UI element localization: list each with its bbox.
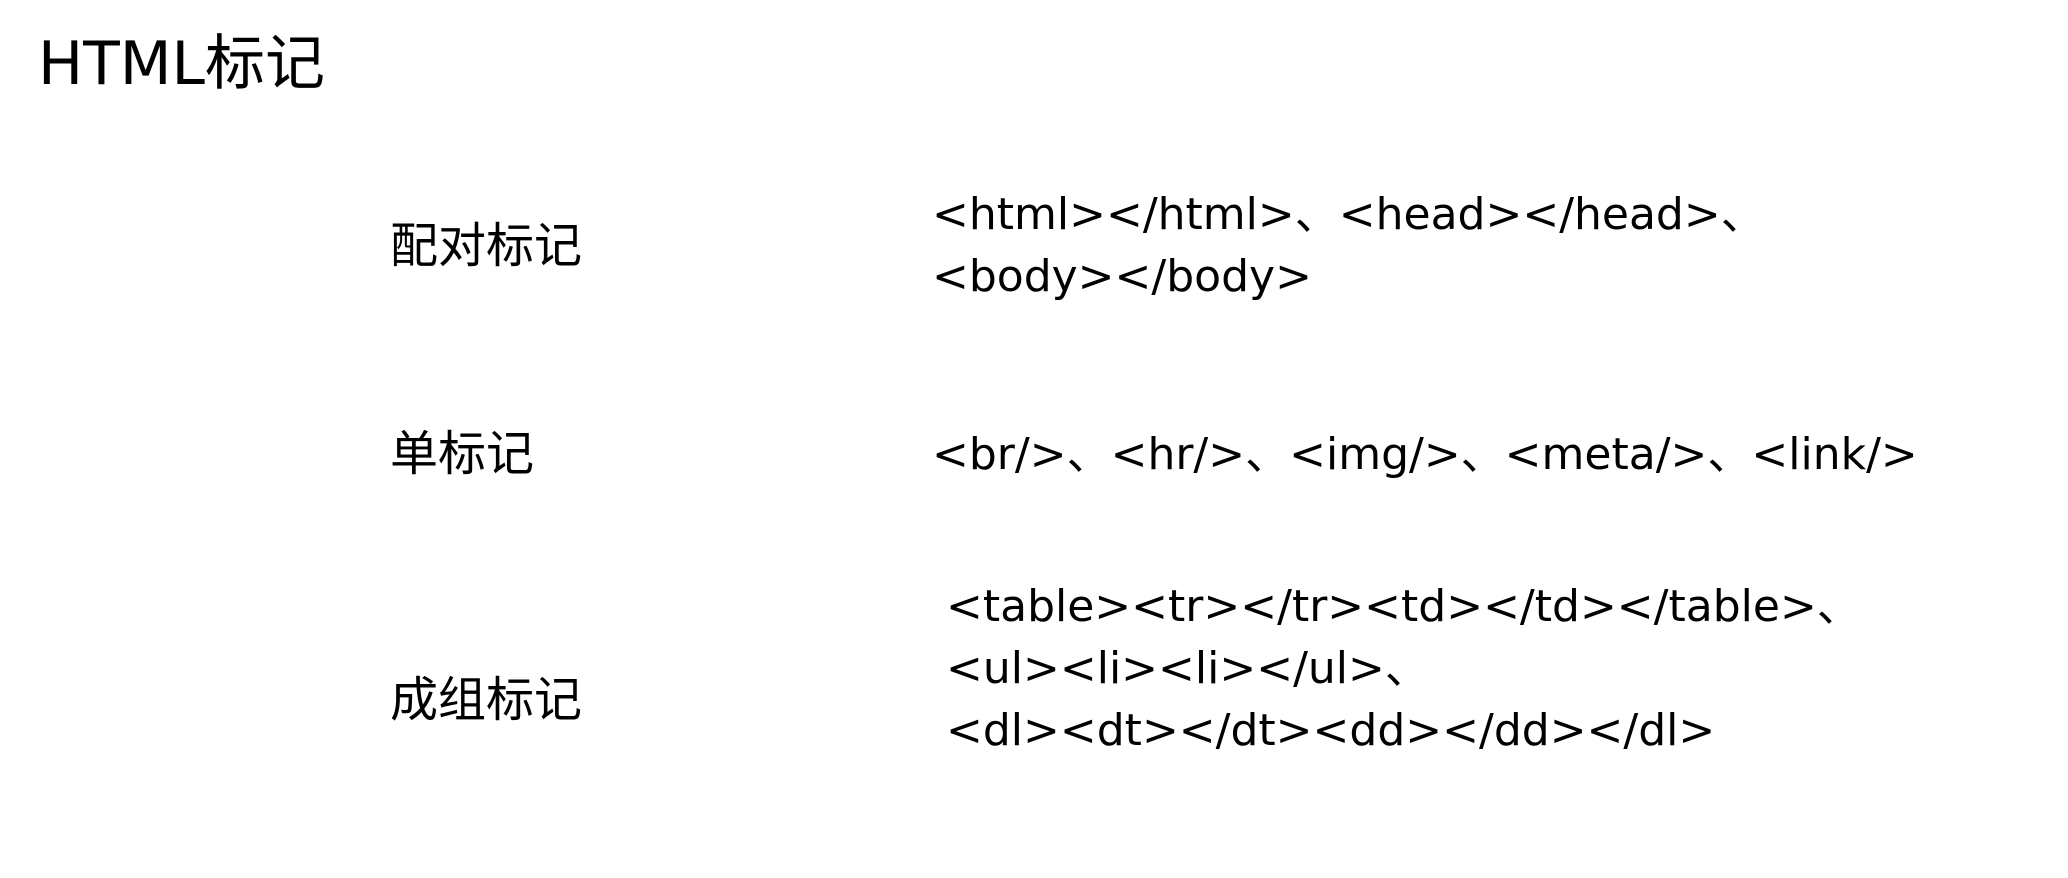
row-label-group-tags: 成组标记 (390, 672, 583, 728)
row-value-group-tags: <table><tr></tr><td></td></table>、 <ul><… (946, 576, 1861, 762)
paired-tags-line: <html></html>、<head></head>、 (932, 189, 1765, 240)
row-label-paired-tags: 配对标记 (390, 218, 583, 274)
row-label-single-tags: 单标记 (390, 426, 535, 482)
group-tags-line: <table><tr></tr><td></td></table>、 (946, 581, 1861, 632)
slide-title: HTML标记 (38, 29, 325, 99)
single-tags-line: <br/>、<hr/>、<img/>、<meta/>、<link/> (932, 429, 1918, 480)
row-value-single-tags: <br/>、<hr/>、<img/>、<meta/>、<link/> (932, 424, 1918, 486)
row-value-paired-tags: <html></html>、<head></head>、 <body></bod… (932, 184, 1765, 308)
paired-tags-line: <body></body> (932, 251, 1312, 302)
group-tags-line: <dl><dt></dt><dd></dd></dl> (946, 705, 1716, 756)
group-tags-line: <ul><li><li></ul>、 (946, 643, 1429, 694)
